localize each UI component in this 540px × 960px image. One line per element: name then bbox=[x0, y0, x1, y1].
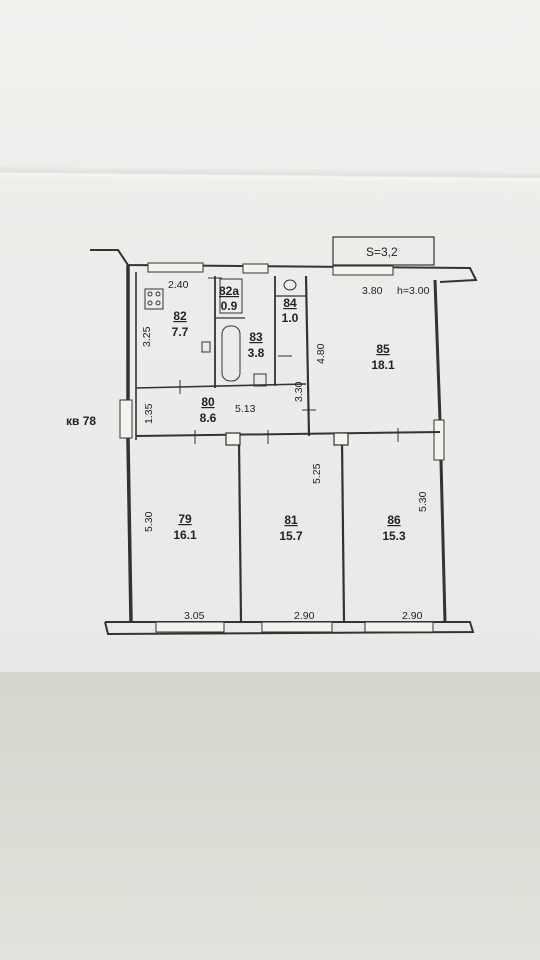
fixtures bbox=[144, 278, 297, 387]
balcony-outline bbox=[332, 236, 435, 266]
dim-hall-depth: 1.35 bbox=[143, 403, 155, 424]
room-86-area: 15.3 bbox=[382, 529, 406, 543]
interior-walls bbox=[135, 272, 441, 623]
bathtub-icon bbox=[221, 325, 241, 382]
wc-icon bbox=[283, 279, 297, 291]
room-82a-area: 0.9 bbox=[221, 299, 238, 313]
dim-room86-width: 2.90 bbox=[402, 610, 423, 622]
dim-room85-width: 3.80 bbox=[362, 285, 383, 297]
outer-walls bbox=[90, 249, 478, 636]
room-83-area: 3.8 bbox=[248, 346, 265, 360]
toilet-box-icon bbox=[219, 278, 243, 314]
sink-icon bbox=[253, 373, 267, 387]
room-81-area: 15.7 bbox=[279, 529, 303, 543]
room-79-number: 79 bbox=[178, 512, 192, 526]
radiator-icon bbox=[201, 341, 211, 353]
room-83-number: 83 bbox=[249, 330, 263, 344]
room-85-area: 18.1 bbox=[371, 358, 395, 372]
room-84-number: 84 bbox=[283, 296, 297, 310]
door-marks bbox=[179, 277, 399, 444]
room-84-area: 1.0 bbox=[282, 311, 299, 325]
room-82-area: 7.7 bbox=[172, 325, 189, 339]
balcony-area: S=3,2 bbox=[366, 245, 398, 259]
room-79-area: 16.1 bbox=[173, 528, 197, 542]
room-82-number: 82 bbox=[173, 309, 187, 323]
room-81-number: 81 bbox=[284, 513, 298, 527]
room-85-number: 85 bbox=[376, 342, 390, 356]
dim-bath-depth: 3.30 bbox=[293, 381, 305, 402]
stove-icon bbox=[144, 288, 164, 310]
paper-sheet bbox=[0, 0, 540, 672]
windows bbox=[119, 262, 445, 633]
dim-room81-depth: 5.25 bbox=[311, 463, 323, 484]
room-82a-number: 82a bbox=[219, 284, 239, 298]
dim-hall-length: 5.13 bbox=[235, 403, 256, 415]
table-surface bbox=[0, 672, 540, 960]
dim-kitchen-width: 2.40 bbox=[168, 279, 189, 291]
apartment-label: кв 78 bbox=[66, 414, 96, 428]
dim-room81-width: 2.90 bbox=[294, 610, 315, 622]
room-80-number: 80 bbox=[201, 395, 215, 409]
dim-room85-depth: 4.80 bbox=[315, 343, 327, 364]
dim-room79-depth: 5.30 bbox=[143, 511, 155, 532]
ceiling-height: h=3.00 bbox=[397, 285, 430, 297]
room-80-area: 8.6 bbox=[200, 411, 217, 425]
room-86-number: 86 bbox=[387, 513, 401, 527]
dim-room79-width: 3.05 bbox=[184, 610, 205, 622]
dim-room86-depth: 5.30 bbox=[417, 491, 429, 512]
dim-kitchen-depth: 3.25 bbox=[141, 326, 153, 347]
